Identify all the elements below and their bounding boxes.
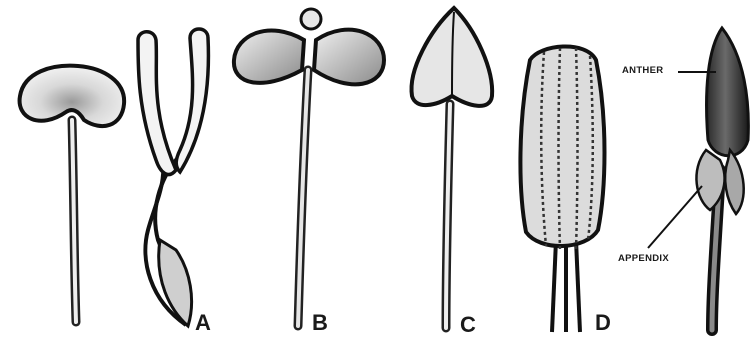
label-b: B <box>312 312 328 334</box>
stamen-b-bilobed <box>234 9 384 326</box>
stamen-c-sagittate <box>412 8 493 328</box>
appendix-leader-line <box>648 186 702 248</box>
label-c: C <box>460 314 476 336</box>
label-anther: ANTHER <box>622 66 663 76</box>
stamen-kidney-anther <box>20 66 125 322</box>
label-d: D <box>595 312 611 334</box>
stamen-with-appendix <box>696 28 748 330</box>
stamen-d-ridged <box>520 46 604 332</box>
stamen-a-forked <box>138 29 208 326</box>
label-a: A <box>195 312 211 334</box>
label-appendix: APPENDIX <box>618 254 669 264</box>
